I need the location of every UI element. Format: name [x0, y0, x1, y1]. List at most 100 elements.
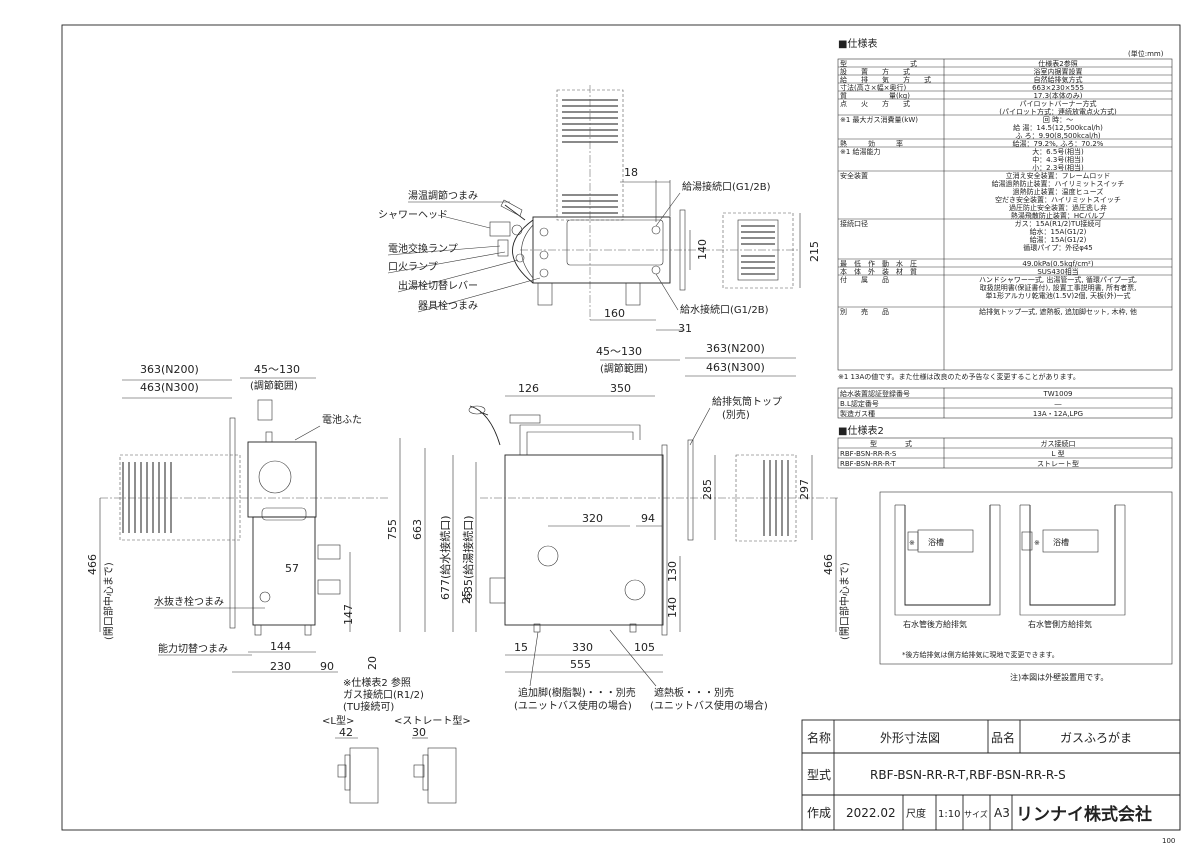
- dim-front-25: 25: [460, 590, 473, 604]
- title-block: 名称 外形寸法図 品名 ガスふろがま 型式 RBF-BSN-RR-R-T,RBF…: [801, 719, 1181, 845]
- spec-row-value: 小：2.3号(相当): [1032, 163, 1084, 172]
- spec-row-value: 給排気トップ一式, 遮熱板, 追加脚セット, 木枠, 他: [979, 307, 1137, 316]
- tb-product-value: ガスふろがま: [1060, 730, 1132, 745]
- spec-row-label: ※1 給湯能力: [840, 147, 881, 156]
- spec-row-value: ハンドシャワー一式, 出湯管一式, 循環パイプ一式,: [979, 275, 1137, 284]
- rear-bath-label: 浴槽: [928, 537, 944, 547]
- spec-row-value: 49.0kPa(0.5kgf/cm²): [1022, 260, 1093, 268]
- spec-row-value: 過熱防止装置：温度ヒューズ: [1013, 187, 1104, 196]
- spec-row-value: 給湯：79.2%, ふろ：70.2%: [1013, 139, 1104, 148]
- spec-row-value: 給水：15A(G1/2): [1030, 227, 1087, 236]
- dim-side-463: 463(N300): [140, 381, 199, 394]
- dim-front-140: 140: [666, 597, 679, 618]
- dim-front-15: 15: [514, 641, 528, 654]
- dim-front-94: 94: [641, 512, 655, 525]
- connector-details: <L型> <ストレート型> 42 30: [322, 714, 471, 804]
- dim-conn-42: 42: [339, 726, 353, 739]
- dim-top-215: 215: [808, 241, 821, 262]
- spec-row-value: 自然給排気方式: [1034, 75, 1083, 84]
- gas-ref-3: (TU接続可): [343, 700, 394, 713]
- label-drain-knob: 水抜き栓つまみ: [154, 595, 224, 608]
- dim-front-466: 466: [822, 554, 835, 575]
- label-outlet-lever: 出湯栓切替レバー: [398, 279, 478, 292]
- dim-conn-30: 30: [412, 726, 426, 739]
- dim-front-363: 363(N200): [706, 342, 765, 355]
- tb-created-label: 作成: [807, 806, 831, 820]
- tb-created-value: 2022.02: [846, 806, 896, 820]
- spec-unit: (単位:mm): [1128, 49, 1164, 58]
- tb-size-value: A3: [994, 806, 1010, 820]
- rear-exhaust-note: *後方給排気は側方給排気に現地で変更できます。: [902, 650, 1059, 659]
- spec-row-value: 仕様表2参照: [1038, 59, 1077, 68]
- l-type-label: <L型>: [322, 714, 354, 727]
- label-shower-head: シャワーヘッド: [378, 210, 448, 221]
- spec-row-label: 付 属 品: [840, 275, 889, 284]
- dim-top-140: 140: [696, 239, 709, 260]
- spec-row-value: 給湯：15A(G1/2): [1030, 235, 1087, 244]
- side-exhaust-label: 右水管側方給排気: [1028, 619, 1092, 629]
- table2-model-1: RBF-BSN-RR-R-T: [840, 460, 896, 468]
- spec-row-value: 17.3(本体のみ): [1033, 91, 1082, 100]
- gas-ref-1: ※仕様表2 参照: [343, 676, 411, 689]
- cert-value-1: ―: [1055, 400, 1062, 408]
- cert-label-1: B.L認定番号: [840, 399, 879, 408]
- dim-side-57: 57: [285, 562, 299, 575]
- label-flue-top-sub: (別売): [722, 408, 750, 421]
- dim-side-90: 90: [320, 660, 334, 673]
- gas-ref-2: ガス接続口(R1/2): [343, 688, 424, 701]
- side-view: 363(N200) 463(N300) 45〜130 (調節範囲) 466 (開…: [86, 363, 424, 713]
- spec-row-value: 回 時：〜: [1043, 116, 1073, 124]
- tb-model-value: RBF-BSN-RR-R-T,RBF-BSN-RR-R-S: [870, 768, 1066, 782]
- tb-scale-value: 1:10: [938, 809, 960, 820]
- spec-row-value: 給湯過熱防止装置：ハイリミットスイッチ: [992, 179, 1125, 188]
- tb-product-label: 品名: [991, 730, 1015, 745]
- spec-row-value: 大：6.5号(相当): [1032, 147, 1084, 156]
- spec-row-value: パイロットバーナー方式: [1020, 99, 1097, 108]
- spec-row-value: SUS430相当: [1037, 267, 1078, 276]
- dim-side-20: 20: [366, 656, 379, 670]
- tb-page-no: 100: [1162, 837, 1175, 845]
- label-battery-lamp: 電池交換ランプ: [388, 242, 458, 255]
- dim-front-635: 635(給湯接続口): [461, 515, 475, 600]
- side-opening-center: (開口部中心まで): [102, 562, 115, 640]
- tb-size-label: サイズ: [964, 809, 988, 819]
- spec-title: ■仕様表: [838, 37, 877, 50]
- dim-side-147: 147: [342, 604, 355, 625]
- dim-side-45-130: 45〜130: [254, 363, 300, 376]
- dim-top-160: 160: [604, 307, 625, 320]
- dim-front-297: 297: [798, 479, 811, 500]
- label-heat-shield: 遮熱板・・・別売: [654, 686, 734, 699]
- straight-type-label: <ストレート型>: [394, 714, 471, 727]
- side-adjust-range: (調節範囲): [250, 379, 298, 392]
- dim-top-18: 18: [624, 166, 638, 179]
- label-cold-port: 給水接続口(G1/2B): [680, 303, 769, 316]
- tb-scale-label: 尺度: [906, 807, 926, 820]
- spec-row-label: 熱 効 率: [840, 139, 903, 148]
- table2-title: ■仕様表2: [838, 424, 884, 437]
- dim-front-285: 285: [701, 479, 714, 500]
- label-battery-cover: 電池ふた: [322, 413, 362, 426]
- spec-row-value: (パイロット方式：連続放電点火方式): [999, 107, 1117, 116]
- spec-row-label: 型 式: [840, 59, 917, 68]
- spec-row-label: 寸法(高さ×幅×奥行): [840, 83, 906, 92]
- spec-row-label: 別 売 品: [840, 307, 889, 316]
- dim-front-755: 755: [386, 519, 399, 540]
- label-tap-knob: 器具栓つまみ: [418, 299, 478, 312]
- label-capacity-knob: 能力切替つまみ: [158, 642, 228, 655]
- label-pilot-lamp: 口火ランプ: [388, 261, 438, 273]
- table2-type-1: ストレート型: [1037, 459, 1079, 468]
- dim-front-463: 463(N300): [706, 361, 765, 374]
- dim-front-330: 330: [572, 641, 593, 654]
- side-bath-label: 浴槽: [1053, 537, 1069, 547]
- dim-side-466: 466: [86, 554, 99, 575]
- label-extra-leg: 追加脚(樹脂製)・・・別売: [518, 686, 636, 699]
- label-heat-shield-sub: (ユニットバス使用の場合): [650, 699, 768, 712]
- spec-row-value: 浴室内据置設置: [1034, 67, 1083, 76]
- dim-front-130: 130: [666, 561, 679, 582]
- front-view: 126 350 45〜130 (調節範囲) 363(N200) 463(N300…: [386, 342, 851, 712]
- tb-model-label: 型式: [807, 768, 831, 782]
- dim-side-363: 363(N200): [140, 363, 199, 376]
- dim-side-144: 144: [270, 640, 291, 653]
- label-extra-leg-sub: (ユニットバス使用の場合): [514, 699, 632, 712]
